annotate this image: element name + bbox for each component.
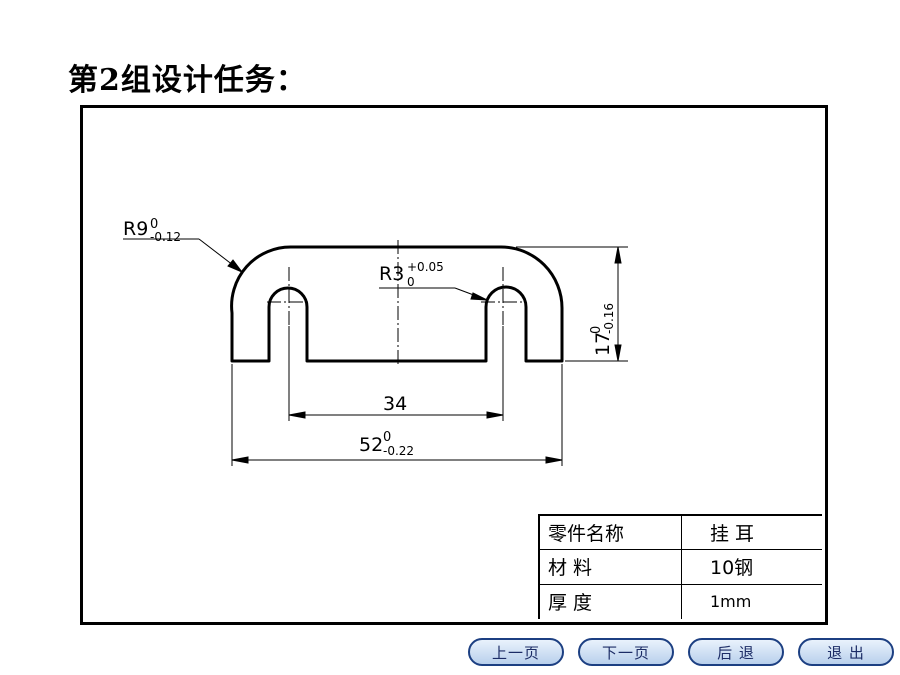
arrow-34-left (288, 411, 306, 419)
drawing-frame: R9 0 -0.12 R3 +0.05 0 34 52 0 -0.22 17 0… (80, 105, 828, 625)
arrow-52-left (231, 456, 249, 464)
dim-r9-base: R9 (123, 218, 148, 240)
navigation-bar: 上一页 下一页 后 退 退 出 (468, 638, 894, 666)
arrow-34-right (486, 411, 504, 419)
part-drawing: R9 0 -0.12 R3 +0.05 0 34 52 0 -0.22 17 0… (123, 217, 628, 466)
dim-r3-lower: 0 (407, 275, 415, 289)
thickness-value: 1mm (710, 592, 752, 612)
back-button[interactable]: 后 退 (688, 638, 784, 666)
dim-34: 34 (383, 393, 407, 415)
next-page-button[interactable]: 下一页 (578, 638, 674, 666)
dim-r9-upper: 0 (150, 217, 158, 232)
dim-r9-lower: -0.12 (150, 230, 181, 244)
material-label: 材 料 (540, 550, 682, 585)
dim-17-upper: 0 (589, 326, 604, 334)
dim-17-lower: -0.16 (602, 303, 616, 334)
dim-r9: R9 0 -0.12 (123, 217, 181, 244)
dim-r3-base: R3 (379, 263, 404, 285)
thickness-label: 厚 度 (540, 584, 682, 619)
title-block: 零件名称 挂 耳 材 料 10钢 厚 度 1mm (538, 514, 822, 619)
material-value: 10钢 (682, 550, 822, 585)
dim-52-upper: 0 (383, 430, 391, 445)
arrow-17-bottom (614, 344, 622, 362)
dim-r3: R3 +0.05 0 (379, 260, 444, 289)
prev-page-button[interactable]: 上一页 (468, 638, 564, 666)
dim-52-base: 52 (359, 434, 383, 456)
dim-52-lower: -0.22 (383, 444, 414, 458)
dim-r3-upper: +0.05 (407, 260, 444, 274)
dim-17: 17 0 -0.16 (589, 303, 616, 356)
arrow-52-right (545, 456, 563, 464)
page-title: 第2组设计任务： (68, 63, 307, 98)
arrow-17-top (614, 246, 622, 264)
part-name-value: 挂 耳 (682, 516, 822, 551)
dim-52: 52 0 -0.22 (359, 430, 414, 458)
arrow-r9 (227, 259, 244, 274)
exit-button[interactable]: 退 出 (798, 638, 894, 666)
part-outline (230, 245, 564, 363)
part-name-label: 零件名称 (540, 516, 682, 551)
dim-17-base: 17 (592, 332, 614, 356)
arrow-r3 (470, 292, 488, 301)
